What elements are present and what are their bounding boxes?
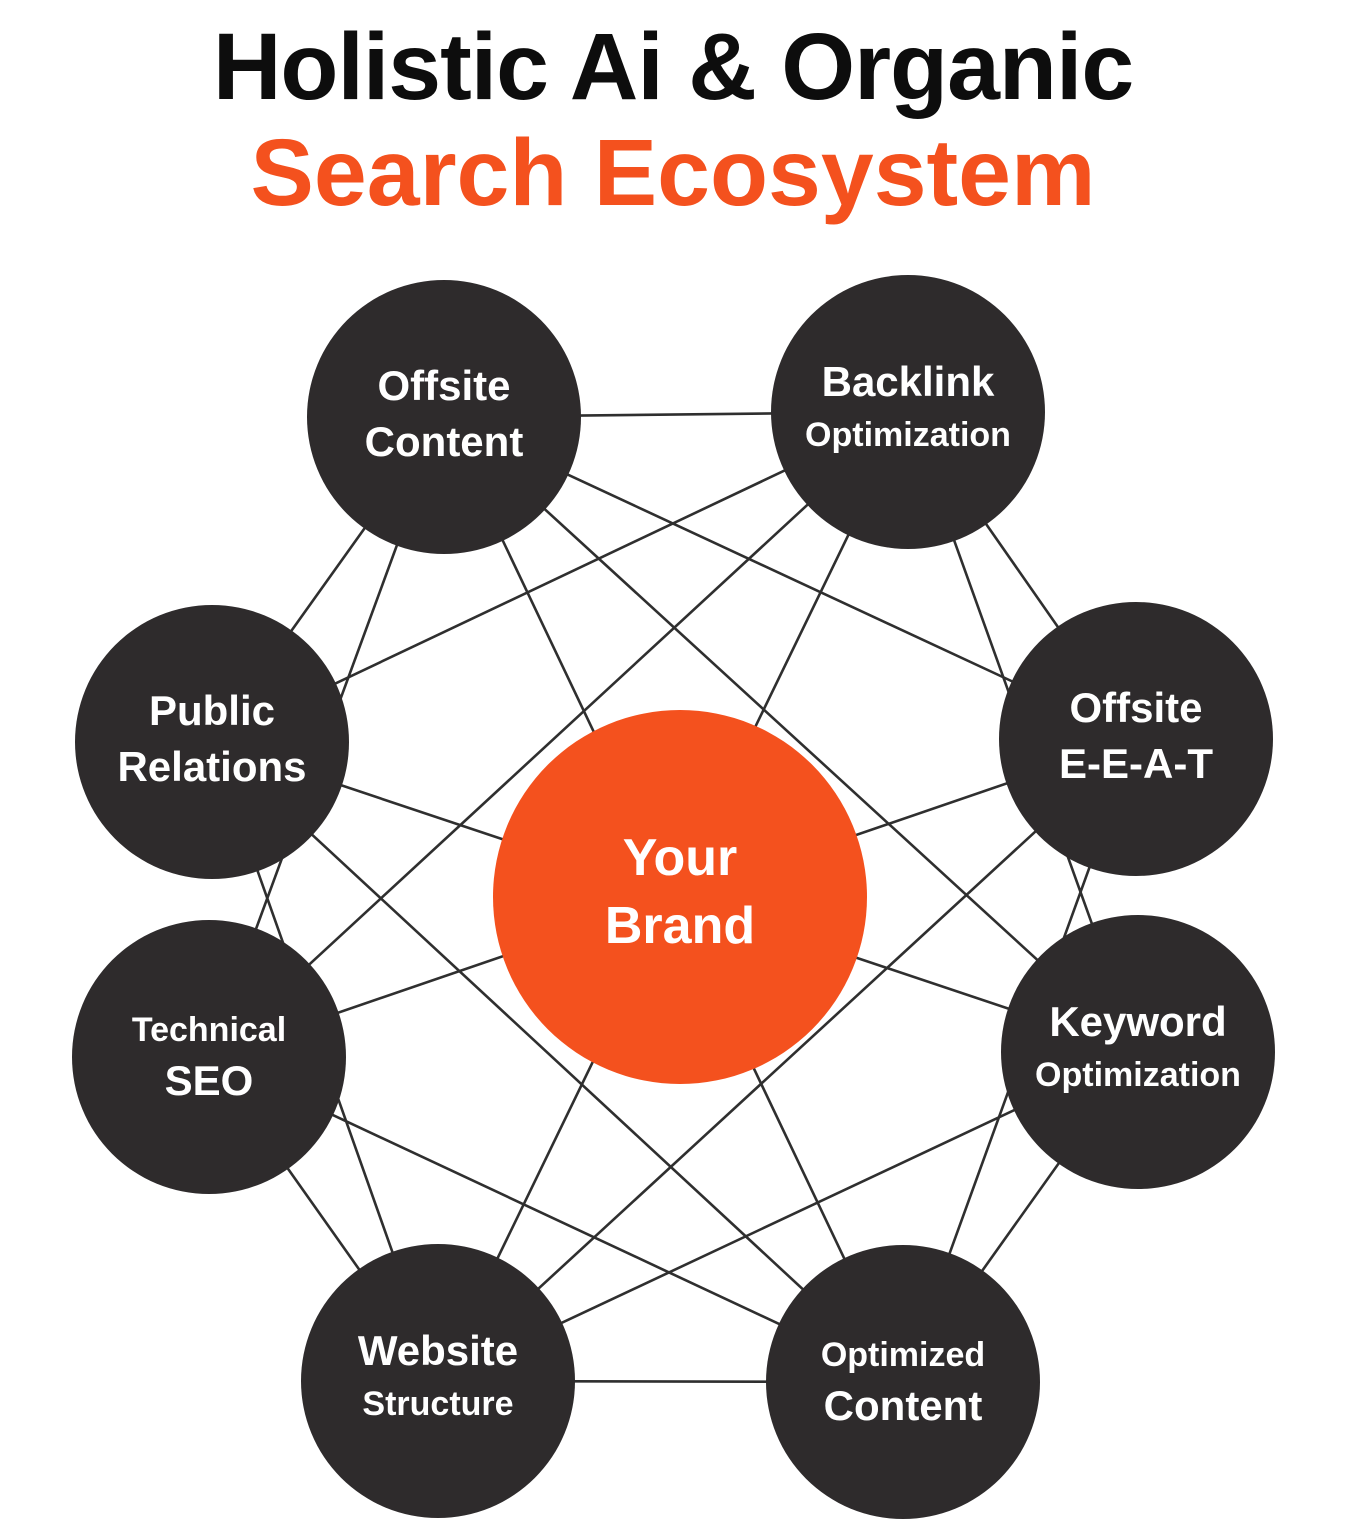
technical-seo-circle: [72, 920, 346, 1194]
optimized-content-circle: [766, 1245, 1040, 1519]
offsite-content-label-1: Offsite: [377, 362, 510, 409]
node-your-brand: Your Brand: [493, 710, 867, 1084]
public-relations-circle: [75, 605, 349, 879]
keyword-optimization-circle: [1001, 915, 1275, 1189]
website-structure-label-1: Website: [358, 1327, 518, 1374]
offsite-eeat-circle: [999, 602, 1273, 876]
node-technical-seo: Technical SEO: [72, 920, 346, 1194]
offsite-content-circle: [307, 280, 581, 554]
keyword-optimization-label-1: Keyword: [1049, 998, 1226, 1045]
node-website-structure: Website Structure: [301, 1244, 575, 1518]
your-brand-circle: [493, 710, 867, 1084]
backlink-optimization-label-2: Optimization: [805, 416, 1011, 454]
connector-bo-ts: [208, 411, 909, 1058]
public-relations-label-2: Relations: [117, 743, 306, 790]
website-structure-circle: [301, 1244, 575, 1518]
title-line-1: Holistic Ai & Organic: [212, 14, 1134, 120]
website-structure-label-2: Structure: [362, 1385, 513, 1423]
optimized-content-label-2: Content: [824, 1382, 983, 1429]
connector-opc-pr: [211, 741, 904, 1383]
offsite-eeat-label-2: E-E-A-T: [1059, 740, 1213, 787]
your-brand-label-2: Brand: [605, 897, 755, 955]
connector-oc-ko: [443, 416, 1139, 1053]
offsite-content-label-2: Content: [365, 418, 524, 465]
offsite-eeat-label-1: Offsite: [1069, 684, 1202, 731]
node-offsite-content: Offsite Content: [307, 280, 581, 554]
keyword-optimization-label-2: Optimization: [1035, 1056, 1241, 1094]
node-public-relations: Public Relations: [75, 605, 349, 879]
connector-oe-ws: [437, 738, 1137, 1382]
technical-seo-label-1: Technical: [132, 1011, 286, 1049]
node-keyword-optimization: Keyword Optimization: [1001, 915, 1275, 1189]
your-brand-label-1: Your: [623, 829, 738, 887]
node-optimized-content: Optimized Content: [766, 1245, 1040, 1519]
backlink-optimization-label-1: Backlink: [822, 358, 995, 405]
optimized-content-label-1: Optimized: [821, 1336, 985, 1374]
title-line-2: Search Ecosystem: [250, 120, 1096, 227]
public-relations-label-1: Public: [149, 687, 275, 734]
node-backlink-optimization: Backlink Optimization: [771, 275, 1045, 549]
backlink-optimization-circle: [771, 275, 1045, 549]
page-title: Holistic Ai & Organic Search Ecosystem: [0, 14, 1346, 227]
technical-seo-label-2: SEO: [165, 1057, 254, 1104]
node-offsite-eeat: Offsite E-E-A-T: [999, 602, 1273, 876]
